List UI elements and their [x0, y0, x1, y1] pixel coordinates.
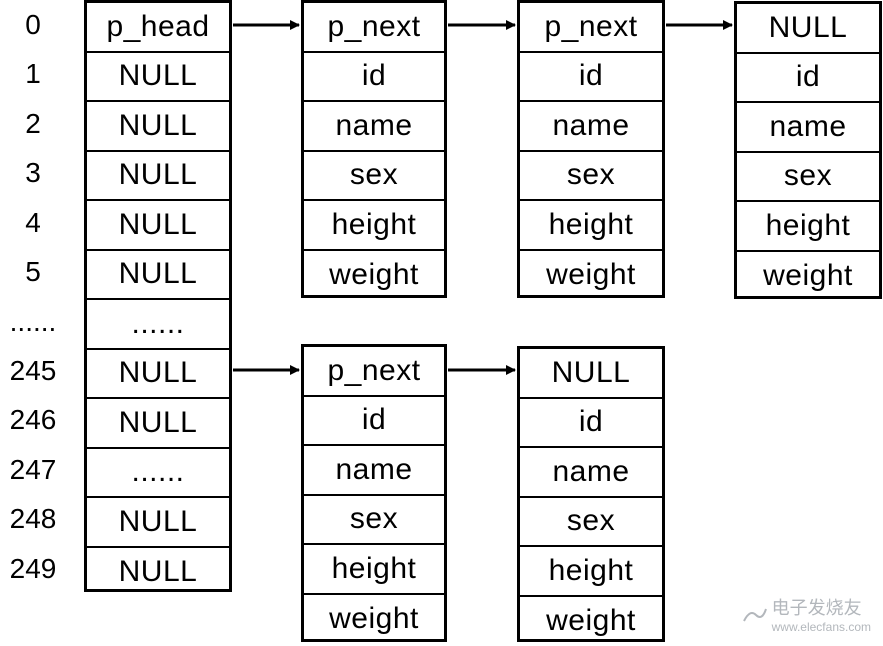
- watermark-brand: 电子发烧友: [772, 598, 862, 618]
- signal-icon: [742, 603, 768, 625]
- watermark-logo: 电子发烧友 www.elecfans.com: [742, 594, 871, 634]
- watermark-url: www.elecfans.com: [772, 620, 871, 634]
